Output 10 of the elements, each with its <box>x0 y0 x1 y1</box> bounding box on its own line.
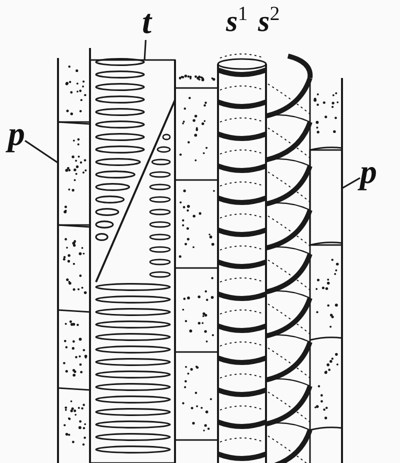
part-label: s$^{2}$ <box>258 4 280 37</box>
leader-line <box>342 177 360 189</box>
parenchyma-cell <box>309 149 343 246</box>
part-label: s$^{1}$ <box>226 4 248 37</box>
part-label: p <box>8 116 25 153</box>
leader-line <box>24 140 58 164</box>
leader-line <box>144 40 147 60</box>
part-label: p <box>360 154 377 191</box>
part-label: t <box>142 4 152 41</box>
parenchyma-cell <box>57 121 91 226</box>
